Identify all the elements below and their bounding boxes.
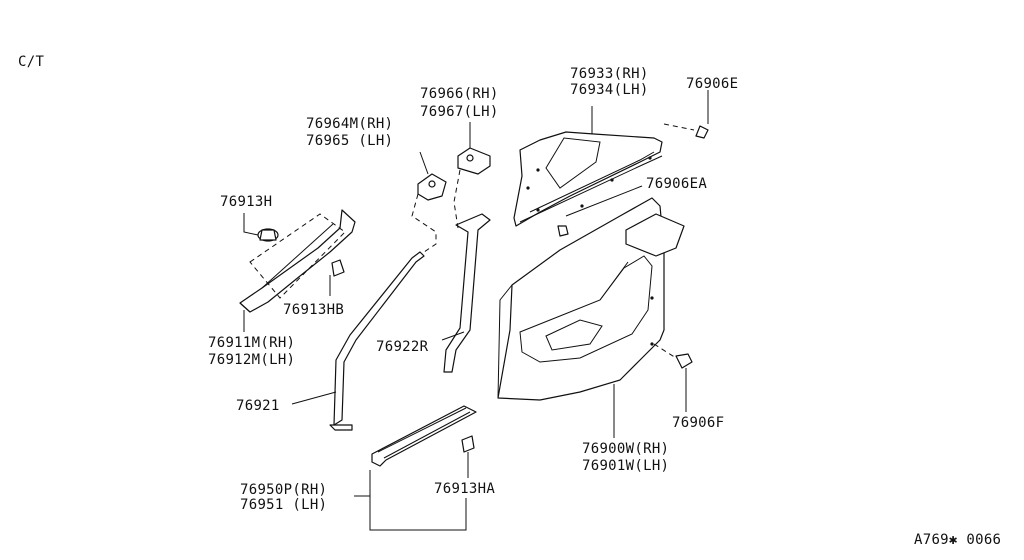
callout-76967: 76967(LH) [420,104,499,120]
variant-label: C/T [18,54,45,70]
strip-76921 [291,251,425,431]
strip-76922r [441,213,491,373]
callout-76901w: 76901W(LH) [582,458,670,474]
callout-76950p: 76950P(RH) [240,482,328,498]
callout-76913hb: 76913HB [283,302,345,318]
bracket-76966 [453,122,491,229]
sill-plate-76950p [354,405,477,531]
callout-76911m: 76911M(RH) [208,335,296,351]
clip-76906ea [557,185,643,237]
upper-trim-76933 [513,106,663,227]
clip-76906e [663,90,709,139]
callout-76906f: 76906F [672,415,725,431]
clip-76913ha [461,435,475,478]
diagram-ref-code: A769✱ 0066 [914,532,1002,548]
callout-76906e: 76906E [686,76,739,92]
callout-76964m: 76964M(RH) [306,116,394,132]
clip-76913hb [329,259,345,296]
callout-76913h: 76913H [220,194,273,210]
side-trim-76900w [497,197,685,438]
clip-76906f [653,343,693,412]
callout-76912m: 76912M(LH) [208,352,296,368]
callout-76922r: 76922R [376,339,429,355]
callout-76921: 76921 [236,398,280,414]
callout-76900w: 76900W(RH) [582,441,670,457]
pillar-trim-76911m [239,209,356,313]
callout-76965: 76965 (LH) [306,133,394,149]
callout-76906ea: 76906EA [646,176,708,192]
callout-76951: 76951 (LH) [240,497,328,513]
callout-76966: 76966(RH) [420,86,499,102]
callout-76913ha: 76913HA [434,481,496,497]
clip-76913h [243,213,279,242]
callout-76933: 76933(RH) [570,66,649,82]
callout-76934: 76934(LH) [570,82,649,98]
bracket-76964m [411,151,447,253]
